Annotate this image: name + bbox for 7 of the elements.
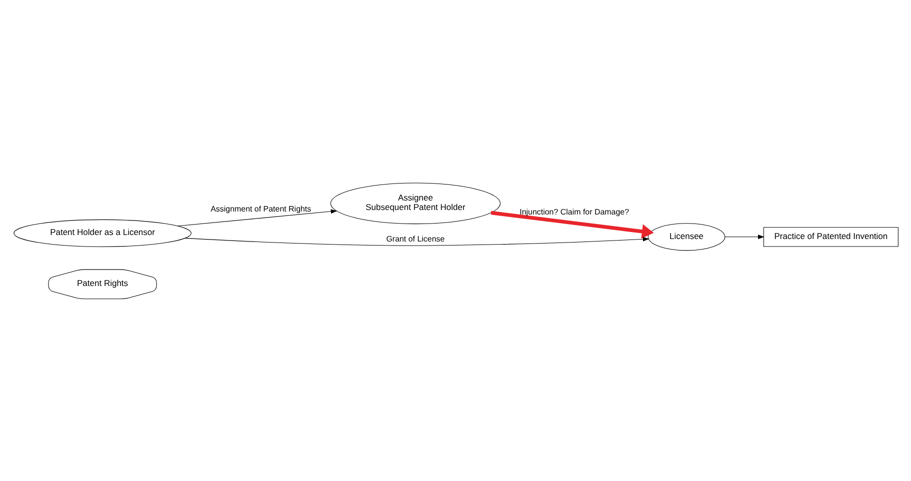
arrow xyxy=(184,236,649,246)
arrow xyxy=(490,210,654,238)
node-ellipse: Patent Holder as a Licensor xyxy=(13,218,191,246)
node-box: Practice of Patented Invention xyxy=(762,226,898,246)
arrow xyxy=(177,208,337,226)
node-ellipse: Licensee xyxy=(647,222,725,250)
arrow xyxy=(724,234,764,239)
